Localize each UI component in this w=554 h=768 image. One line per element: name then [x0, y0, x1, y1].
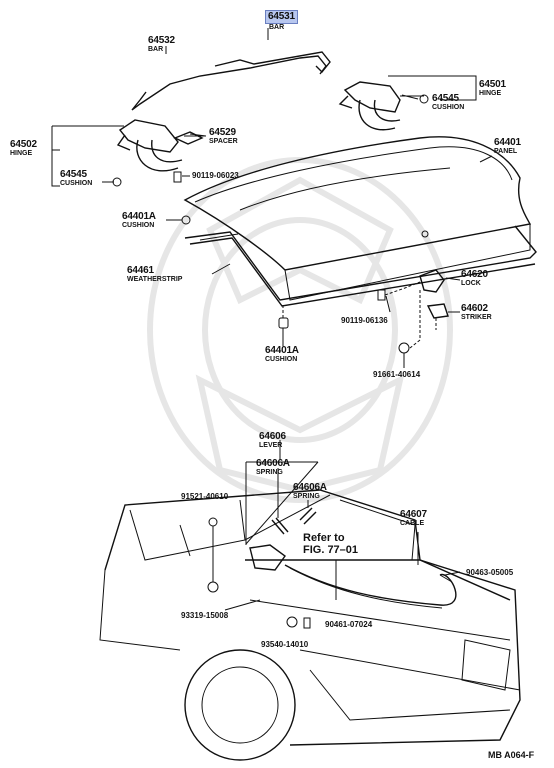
- spacer-64529-drawing: [173, 131, 204, 145]
- part-number: 64606A: [293, 482, 327, 493]
- part-number: 64401A: [122, 211, 156, 222]
- part-name: CABLE: [400, 520, 425, 527]
- reference-line-1: Refer to: [303, 532, 345, 544]
- part-name: PANEL: [494, 148, 518, 155]
- part-number: 64401: [494, 137, 521, 148]
- part-number: 64606A: [256, 458, 290, 469]
- part-name: BAR: [269, 24, 285, 31]
- part-number: 64461: [127, 265, 154, 276]
- part-64607-label[interactable]: 64607 CABLE: [400, 509, 427, 528]
- part-name: SPACER: [209, 138, 238, 145]
- part-64602-label[interactable]: 64602 STRIKER: [461, 303, 492, 322]
- part-64501-label[interactable]: 64501 HINGE: [479, 79, 506, 98]
- bracket-lines: [51, 28, 493, 368]
- part-name: CUSHION: [122, 222, 155, 229]
- cushion-64545-right: [419, 94, 429, 104]
- part-93540-14010-label[interactable]: 93540-14010: [261, 640, 309, 649]
- weatherstrip-64461: [184, 225, 537, 307]
- reference-line-2: FIG. 77–01: [303, 544, 359, 557]
- part-90463-05005-label[interactable]: 90463-05005: [466, 568, 514, 577]
- part-number: 64545: [60, 169, 87, 180]
- part-name: WEATHERSTRIP: [127, 276, 183, 283]
- part-64531-label[interactable]: 64531 BAR: [265, 10, 298, 31]
- part-90119-06136-label[interactable]: 90119-06136: [341, 316, 388, 325]
- lever-and-cable-drawing: [207, 440, 461, 629]
- part-number: 64620: [461, 269, 488, 280]
- part-64620-label[interactable]: 64620 LOCK: [461, 269, 488, 288]
- hinge-64502-drawing: [116, 119, 183, 172]
- part-name: SPRING: [293, 493, 320, 500]
- part-name: LOCK: [461, 280, 481, 287]
- part-64606A-upper-label[interactable]: 64606A SPRING: [256, 458, 290, 477]
- diagram-footer-code: MB A064-F: [488, 750, 535, 760]
- part-64502-label[interactable]: 64502 HINGE: [10, 139, 37, 158]
- bolt-90119-06023: [173, 171, 182, 183]
- part-name: CUSHION: [265, 356, 298, 363]
- part-90461-07024-label[interactable]: 90461-07024: [325, 620, 373, 629]
- cushion-64401A-lower: [278, 317, 289, 329]
- part-90119-06023-label[interactable]: 90119-06023: [192, 171, 239, 180]
- part-number: 64602: [461, 303, 488, 314]
- part-64529-label[interactable]: 64529 SPACER: [209, 127, 238, 146]
- part-number: 64501: [479, 79, 506, 90]
- part-name: BAR: [148, 46, 164, 53]
- part-91661-40614-label[interactable]: 91661-40614: [373, 370, 421, 379]
- figure-reference[interactable]: Refer to FIG. 77–01: [303, 532, 358, 556]
- part-64401A-upper-label[interactable]: 64401A CUSHION: [122, 211, 156, 230]
- part-64461-label[interactable]: 64461 WEATHERSTRIP: [127, 265, 183, 284]
- bolt-90119-06136: [377, 289, 386, 301]
- watermark-emblem: [147, 157, 453, 503]
- hinge-64501-drawing: [338, 81, 401, 131]
- bar-64532-drawing: [131, 55, 327, 111]
- trunk-lid-panel-64401: [183, 136, 532, 301]
- part-number: 64529: [209, 127, 236, 138]
- part-93319-15008-label[interactable]: 93319-15008: [181, 611, 229, 620]
- lock-64620-drawing: [419, 269, 445, 293]
- part-64532-label[interactable]: 64532 BAR: [148, 35, 175, 54]
- part-number: 64607: [400, 509, 427, 520]
- part-64606-label[interactable]: 64606 LEVER: [259, 431, 286, 450]
- part-number: 64606: [259, 431, 286, 442]
- part-name: HINGE: [10, 150, 33, 157]
- striker-64602-drawing: [426, 303, 449, 319]
- part-name: SPRING: [256, 469, 283, 476]
- part-64401-label[interactable]: 64401 PANEL: [494, 137, 521, 156]
- part-name: CUSHION: [60, 180, 93, 187]
- part-64545-left-label[interactable]: 64545 CUSHION: [60, 169, 93, 188]
- part-name: STRIKER: [461, 314, 492, 321]
- part-number: 64545: [432, 93, 459, 104]
- part-name: CUSHION: [432, 104, 465, 111]
- part-64545-right-label[interactable]: 64545 CUSHION: [432, 93, 465, 112]
- part-number: 64401A: [265, 345, 299, 356]
- car-body-drawing: [99, 489, 521, 761]
- part-name: HINGE: [479, 90, 502, 97]
- part-number: 64532: [148, 35, 175, 46]
- part-64606A-lower-label[interactable]: 64606A SPRING: [293, 482, 327, 501]
- part-name: LEVER: [259, 442, 283, 449]
- bar-64531-drawing: [214, 51, 331, 74]
- part-91521-40610-label[interactable]: 91521-40610: [181, 492, 229, 501]
- part-number: 64502: [10, 139, 37, 150]
- grommet-91661-40614: [398, 342, 410, 354]
- part-number: 64531: [265, 10, 298, 24]
- part-64401A-lower-label[interactable]: 64401A CUSHION: [265, 345, 299, 364]
- cushion-64545-left: [112, 177, 122, 187]
